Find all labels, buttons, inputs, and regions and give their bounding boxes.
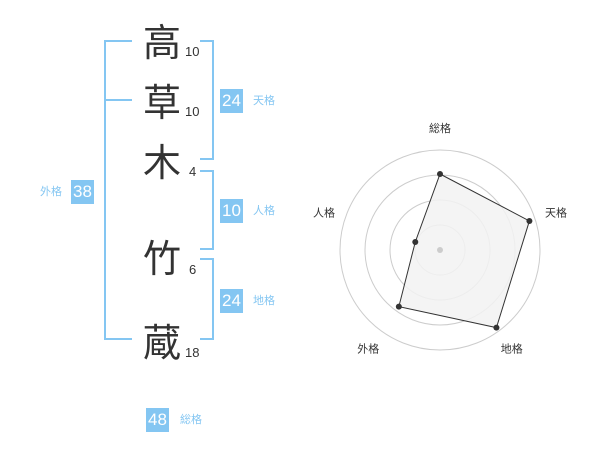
stroke-count-5: 18: [185, 345, 200, 360]
radar-axis-label-2: 天格: [545, 205, 567, 219]
gaikaku-score: 38: [71, 180, 94, 204]
radar-polygon: [398, 173, 530, 329]
radar-point-3: [493, 324, 500, 331]
radar-ring: [339, 149, 541, 351]
gaikaku-bracket-tick: [104, 99, 132, 101]
tenkaku-score: 24: [220, 89, 243, 113]
name-char-5: 蔵: [142, 321, 181, 365]
chikaku-bracket: [200, 258, 214, 340]
name-char-4: 竹: [142, 237, 181, 281]
tenkaku-label: 天格: [253, 94, 275, 107]
jinkaku-label: 人格: [253, 204, 275, 217]
radar-point-1: [437, 171, 443, 177]
stroke-count-1: 10: [185, 44, 200, 59]
soukaku-label: 総格: [180, 413, 202, 426]
jinkaku-score: 10: [220, 199, 243, 223]
gaikaku-label: 外格: [40, 185, 62, 198]
gaikaku-bracket: [104, 40, 132, 340]
chikaku-score: 24: [220, 289, 243, 313]
soukaku-score: 48: [146, 408, 169, 432]
radar-center-dot: [437, 247, 443, 253]
name-char-3: 木: [142, 141, 181, 185]
stroke-count-2: 10: [185, 104, 200, 119]
radar-point-4: [395, 303, 402, 310]
radar-axis-label-5: 人格: [313, 205, 335, 219]
radar-axis-label-1: 総格: [429, 121, 451, 135]
tenkaku-bracket: [200, 40, 214, 160]
radar-points: [395, 171, 533, 331]
jinkaku-bracket: [200, 170, 214, 250]
radar-point-2: [526, 217, 533, 224]
radar-point-5: [412, 238, 419, 245]
chikaku-label: 地格: [253, 294, 275, 307]
name-char-1: 高: [142, 21, 181, 65]
radar-axis-label-3: 地格: [501, 342, 523, 356]
radar-axis-label-4: 外格: [357, 342, 379, 356]
stroke-count-4: 6: [189, 262, 197, 277]
stroke-count-3: 4: [189, 164, 197, 179]
name-char-2: 草: [142, 81, 181, 125]
